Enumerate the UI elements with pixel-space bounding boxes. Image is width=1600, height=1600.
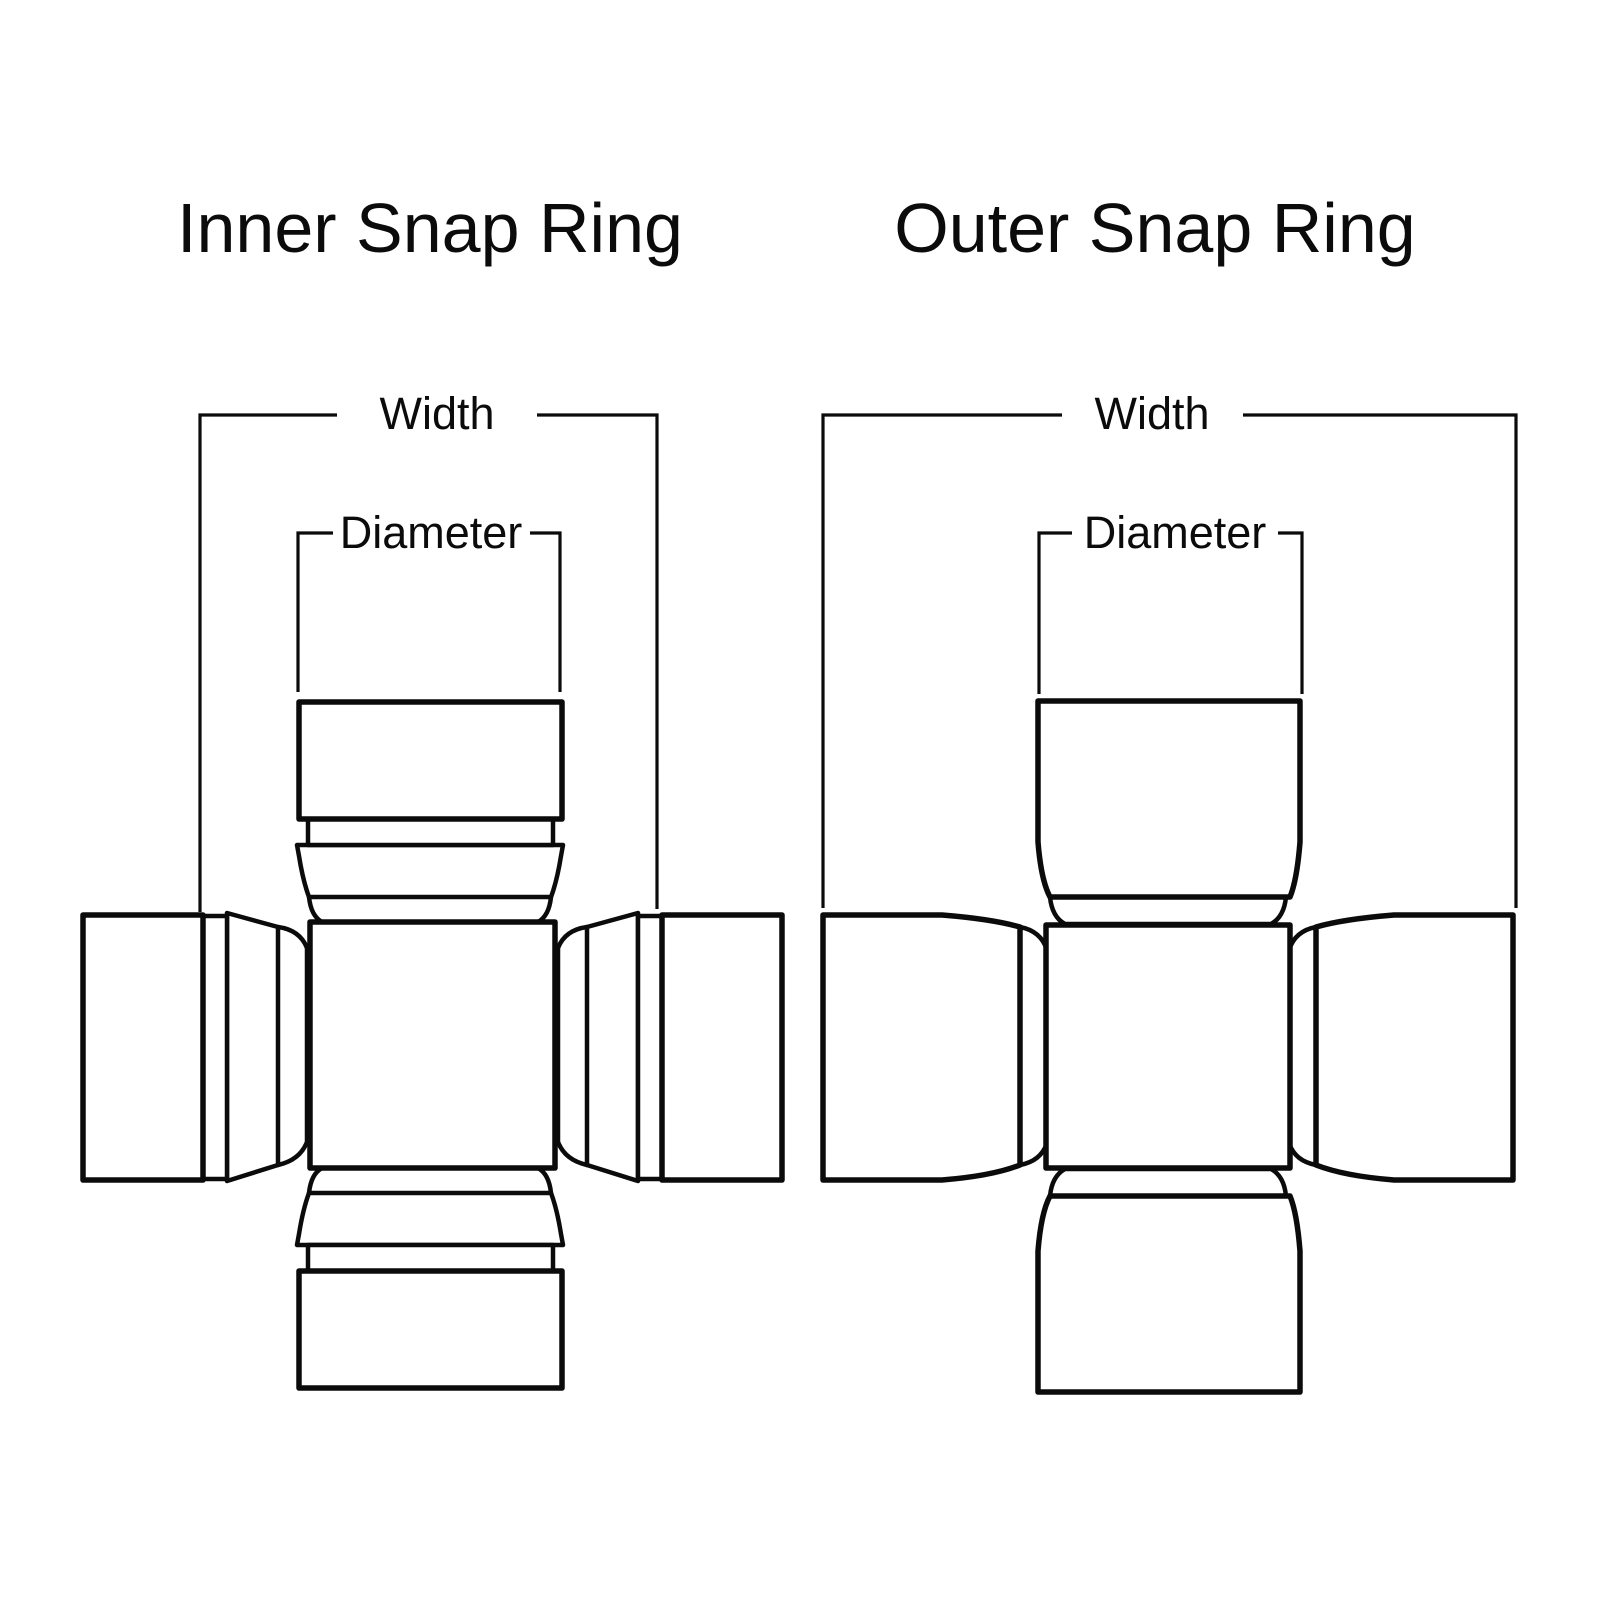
outer-width-dimension-right (1243, 413, 1518, 908)
inner-top-snap-ring-groove (305, 816, 556, 848)
inner-bottom-bearing-cap (296, 1268, 565, 1391)
inner-top-bearing-cap (296, 699, 565, 822)
inner-left-trunnion-dome (275, 924, 310, 1168)
inner-top-seal-flange (294, 842, 566, 900)
outer-bottom-bearing-cap (1035, 1193, 1303, 1395)
inner-snap-ring-title: Inner Snap Ring (177, 189, 683, 267)
outer-bottom-arm (1035, 1166, 1303, 1395)
outer-top-trunnion-dome (1047, 894, 1289, 927)
inner-top-trunnion-dome (306, 894, 554, 925)
inner-bottom-trunnion-dome (306, 1165, 554, 1196)
inner-left-snap-ring-groove (200, 913, 230, 1182)
outer-width-label: Width (1094, 388, 1209, 439)
inner-bottom-arm (294, 1165, 566, 1391)
inner-left-seal-flange (224, 910, 281, 1184)
inner-bottom-snap-ring-groove (305, 1242, 556, 1274)
inner-right-trunnion-dome (555, 924, 590, 1168)
outer-right-bearing-cap (1313, 912, 1516, 1183)
outer-top-bearing-cap (1035, 698, 1303, 900)
inner-width-dimension-left (198, 413, 337, 912)
inner-left-bearing-cap (80, 912, 206, 1183)
inner-right-snap-ring-groove (635, 913, 665, 1182)
outer-diameter-dimension-right (1278, 531, 1304, 694)
inner-center-body (307, 919, 558, 1171)
outer-snap-ring-figure: Outer Snap Ring Width Diameter (820, 189, 1518, 1395)
inner-left-arm (80, 910, 310, 1184)
outer-diameter-dimension-left (1037, 531, 1072, 694)
inner-top-arm (294, 699, 566, 925)
outer-left-bearing-cap (820, 912, 1023, 1183)
inner-snap-ring-figure: Inner Snap Ring Width Diameter (80, 189, 785, 1391)
outer-top-arm (1035, 698, 1303, 927)
outer-right-trunnion-dome (1286, 924, 1319, 1168)
inner-width-dimension-right (537, 413, 659, 909)
inner-right-arm (555, 910, 785, 1184)
outer-width-dimension-left (821, 413, 1062, 908)
outer-left-arm (820, 912, 1050, 1183)
inner-diameter-dimension-left (296, 531, 333, 692)
inner-width-label: Width (379, 388, 494, 439)
outer-bottom-trunnion-dome (1047, 1166, 1289, 1199)
inner-right-seal-flange (584, 910, 641, 1184)
outer-left-trunnion-dome (1017, 924, 1050, 1168)
outer-diameter-label: Diameter (1084, 507, 1267, 558)
inner-right-bearing-cap (659, 912, 785, 1183)
outer-right-arm (1286, 912, 1516, 1183)
outer-snap-ring-title: Outer Snap Ring (894, 189, 1415, 267)
inner-bottom-seal-flange (294, 1190, 566, 1248)
inner-diameter-label: Diameter (340, 507, 523, 558)
inner-diameter-dimension-right (530, 531, 562, 692)
outer-center-body (1043, 922, 1293, 1171)
